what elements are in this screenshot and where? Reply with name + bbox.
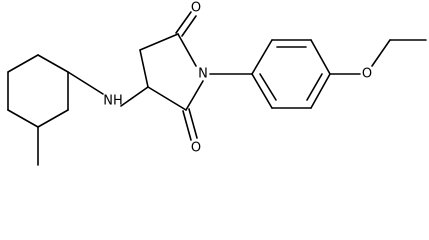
oxygen-top-label: O bbox=[191, 1, 201, 16]
bond bbox=[310, 39, 331, 75]
bond bbox=[7, 54, 39, 73]
aromatic-bond bbox=[259, 73, 277, 101]
carbonyl-bond bbox=[188, 108, 198, 139]
bond bbox=[120, 86, 149, 107]
bond bbox=[147, 86, 187, 111]
succinimide-ring bbox=[139, 33, 204, 111]
bond bbox=[177, 33, 197, 67]
bond bbox=[139, 33, 179, 51]
bond bbox=[67, 71, 104, 95]
bond bbox=[371, 39, 391, 67]
structure-diagram: O O N NH O bbox=[7, 1, 427, 166]
bond bbox=[185, 80, 204, 111]
cyclohexane-ring bbox=[7, 54, 69, 128]
benzene-ring bbox=[251, 39, 331, 109]
aromatic-bond bbox=[306, 73, 323, 101]
oxygen-ether-label: O bbox=[362, 67, 372, 82]
bond bbox=[251, 39, 273, 75]
carbonyl-bond bbox=[175, 11, 192, 34]
carbonyl-bond bbox=[182, 110, 192, 141]
bond bbox=[139, 49, 149, 88]
bond bbox=[7, 109, 39, 128]
oxygen-bottom-label: O bbox=[191, 141, 201, 156]
bond bbox=[251, 73, 273, 109]
bond bbox=[310, 73, 331, 109]
nitrogen-label: N bbox=[198, 67, 208, 82]
carbonyl-bond bbox=[181, 15, 197, 37]
bond bbox=[37, 109, 69, 128]
bond bbox=[37, 54, 69, 73]
amine-label: NH bbox=[103, 94, 123, 109]
